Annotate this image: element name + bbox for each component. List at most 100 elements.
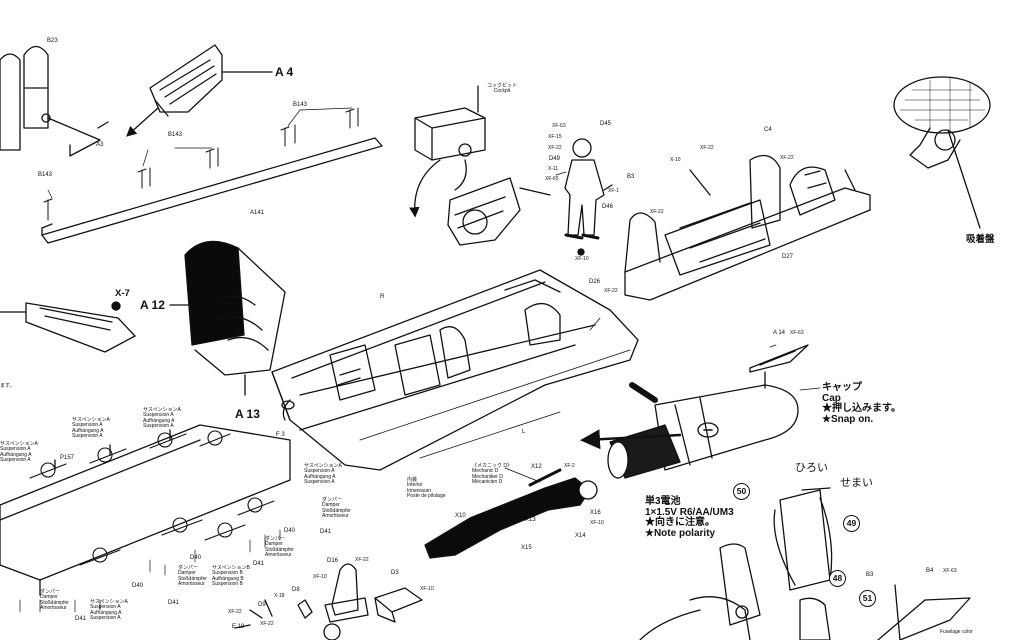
leader-lines (504, 171, 821, 483)
damper-note-1: ダンパー Damper Stoßdämpfer Amortisseur (322, 497, 351, 519)
suspension-note-en: Suspension A (143, 412, 174, 419)
suspension-note-de: Aufhängung B (212, 575, 244, 582)
suspension-note-fr: Suspension B (212, 580, 243, 587)
cockpit-jp: コックピット (487, 83, 518, 89)
suspension-note-jp: サスペンションA (90, 599, 128, 605)
suspension-note-de: Aufhängung A (0, 451, 32, 458)
interior-tub-assembly (624, 154, 871, 301)
suspension-note-de: Aufhängung A (72, 427, 104, 434)
interior-en: Interior (407, 482, 423, 489)
cap-en: Cap (822, 392, 841, 404)
suspension-note-4: サスペンションA Suspension A Aufhängung A Suspe… (304, 463, 342, 485)
label-x10: X10 (455, 513, 466, 519)
damper-note-fr: Amortisseur (178, 580, 205, 587)
mechanic-en: Mechanic D (472, 468, 499, 475)
label-xf22-top2: XF-22 (780, 155, 794, 161)
label-xf10-d8: XF-10 (313, 574, 327, 580)
damper-note-de: Stoßdämpfer (265, 546, 294, 553)
suspension-note-1: サスペンションA Suspension A Aufhängung A Suspe… (72, 417, 110, 439)
mechanic-header: 《メカニック D》 (472, 463, 513, 469)
interior-callout: 内装 Interior Innenraum Poste de pilotage (407, 477, 446, 499)
damper-note-4: ダンパー Damper Stoßdämpfer Amortisseur (40, 589, 69, 611)
label-d46: D46 (602, 204, 614, 210)
suction-cup (893, 76, 991, 229)
label-b143-b: B143 (168, 132, 183, 138)
direction-jp: ★向きに注意。 (645, 517, 715, 528)
cap-callout: キャップ Cap ★押し込みます。 ★Snap on. (822, 382, 901, 425)
label-d8: D8 (292, 587, 300, 593)
suspension-note-2: サスペンションA Suspension A Aufhängung A Suspe… (143, 407, 181, 429)
label-x10-top: X-10 (670, 157, 681, 163)
suspension-note-jp: サスペンションA (72, 417, 110, 423)
label-b3-top: B3 (627, 174, 635, 180)
suspension-note-5: サスペンションB Suspension B Aufhängung B Suspe… (212, 565, 250, 587)
suspension-note-de: Aufhängung A (304, 473, 336, 480)
suspension-note-de: Aufhängung A (90, 609, 122, 616)
canister-parts-b23 (0, 45, 109, 157)
label-b3-bot: B3 (866, 572, 874, 578)
cockpit-callout: コックピット Cockpit (487, 83, 518, 95)
label-d27: D27 (782, 254, 794, 260)
label-a4: A 4 (275, 65, 294, 79)
pilot-figure-d45 (564, 138, 613, 256)
note-polarity: ★Note polarity (645, 527, 716, 539)
label-a13: A 13 (235, 407, 260, 421)
label-a14: A 14 (773, 330, 786, 336)
cap-jp: キャップ (822, 382, 862, 393)
suspension-note-fr: Suspension A (72, 432, 103, 439)
damper-note-fr: Amortisseur (322, 512, 349, 519)
suspension-note-de: Aufhängung A (143, 417, 175, 424)
damper-note-de: Stoßdämpfer (40, 599, 69, 606)
label-d41-b: D41 (253, 561, 265, 567)
suspension-note-en: Suspension A (90, 604, 121, 611)
label-x18: X-18 (274, 593, 285, 599)
label-a12: A 12 (140, 298, 165, 312)
label-d40-a: D40 (284, 528, 296, 534)
label-p157: P157 (60, 455, 75, 461)
label-b4: B4 (926, 568, 934, 574)
seat-parts-d16-d3 (234, 563, 423, 640)
label-d41-a: D41 (320, 529, 332, 535)
damper-note-3: ダンパー Damper Stoßdämpfer Amortisseur (178, 565, 207, 587)
battery-and-cap (580, 344, 809, 479)
damper-note-jp: ダンパー (322, 497, 343, 503)
fuselage-color-label: Fuselage color (940, 629, 973, 635)
suspension-note-jp: サスペンションA (304, 463, 342, 469)
label-xf22-bl: XF-22 (228, 609, 242, 615)
interior-de: Innenraum (407, 487, 431, 494)
snap-on: ★Snap on. (822, 413, 874, 425)
label-xf22-fig: XF-22 (548, 145, 562, 151)
label-xf10-d3: XF-10 (420, 586, 434, 592)
damper-note-jp: ダンパー (178, 565, 199, 571)
label-xf63-a14: XF-63 (790, 330, 804, 336)
label-b143-a: B143 (293, 102, 308, 108)
label-d40-b: D40 (190, 555, 202, 561)
suspension-note-en: Suspension B (212, 570, 243, 577)
label-c4: C4 (764, 127, 772, 133)
suspension-note-fr: Suspension A (0, 456, 31, 463)
step-number-48: 48 (829, 570, 846, 587)
battery-spec: 1×1.5V R6/AA/UM3 (645, 506, 734, 518)
label-b23: B23 (47, 38, 58, 44)
main-fuselage (271, 269, 639, 471)
damper-note-fr: Amortisseur (265, 551, 292, 558)
mechanic-figure (424, 468, 598, 559)
damper-note-jp: ダンパー (265, 536, 286, 542)
damper-note-de: Stoßdämpfer (178, 575, 207, 582)
partial-left-text: ます。 (0, 383, 15, 389)
label-x12: X12 (531, 464, 542, 470)
push-jp: ★押し込みます。 (822, 403, 901, 414)
label-xf22-top: XF-22 (700, 145, 714, 151)
damper-note-en: Damper (40, 594, 58, 601)
label-xf22-d26: XF-22 (604, 288, 618, 294)
label-xf63-b4: XF-63 (943, 568, 957, 574)
step-number-49: 49 (843, 515, 860, 532)
label-xf22-top3: XF-22 (650, 209, 664, 215)
hiroi-label: ひろい (795, 462, 828, 474)
damper-note-fr: Amortisseur (40, 604, 67, 611)
label-d41-c: D41 (168, 600, 180, 606)
step-number-51: 51 (859, 590, 876, 607)
step-number-50: 50 (733, 483, 750, 500)
suspension-note-en: Suspension A (304, 468, 335, 475)
